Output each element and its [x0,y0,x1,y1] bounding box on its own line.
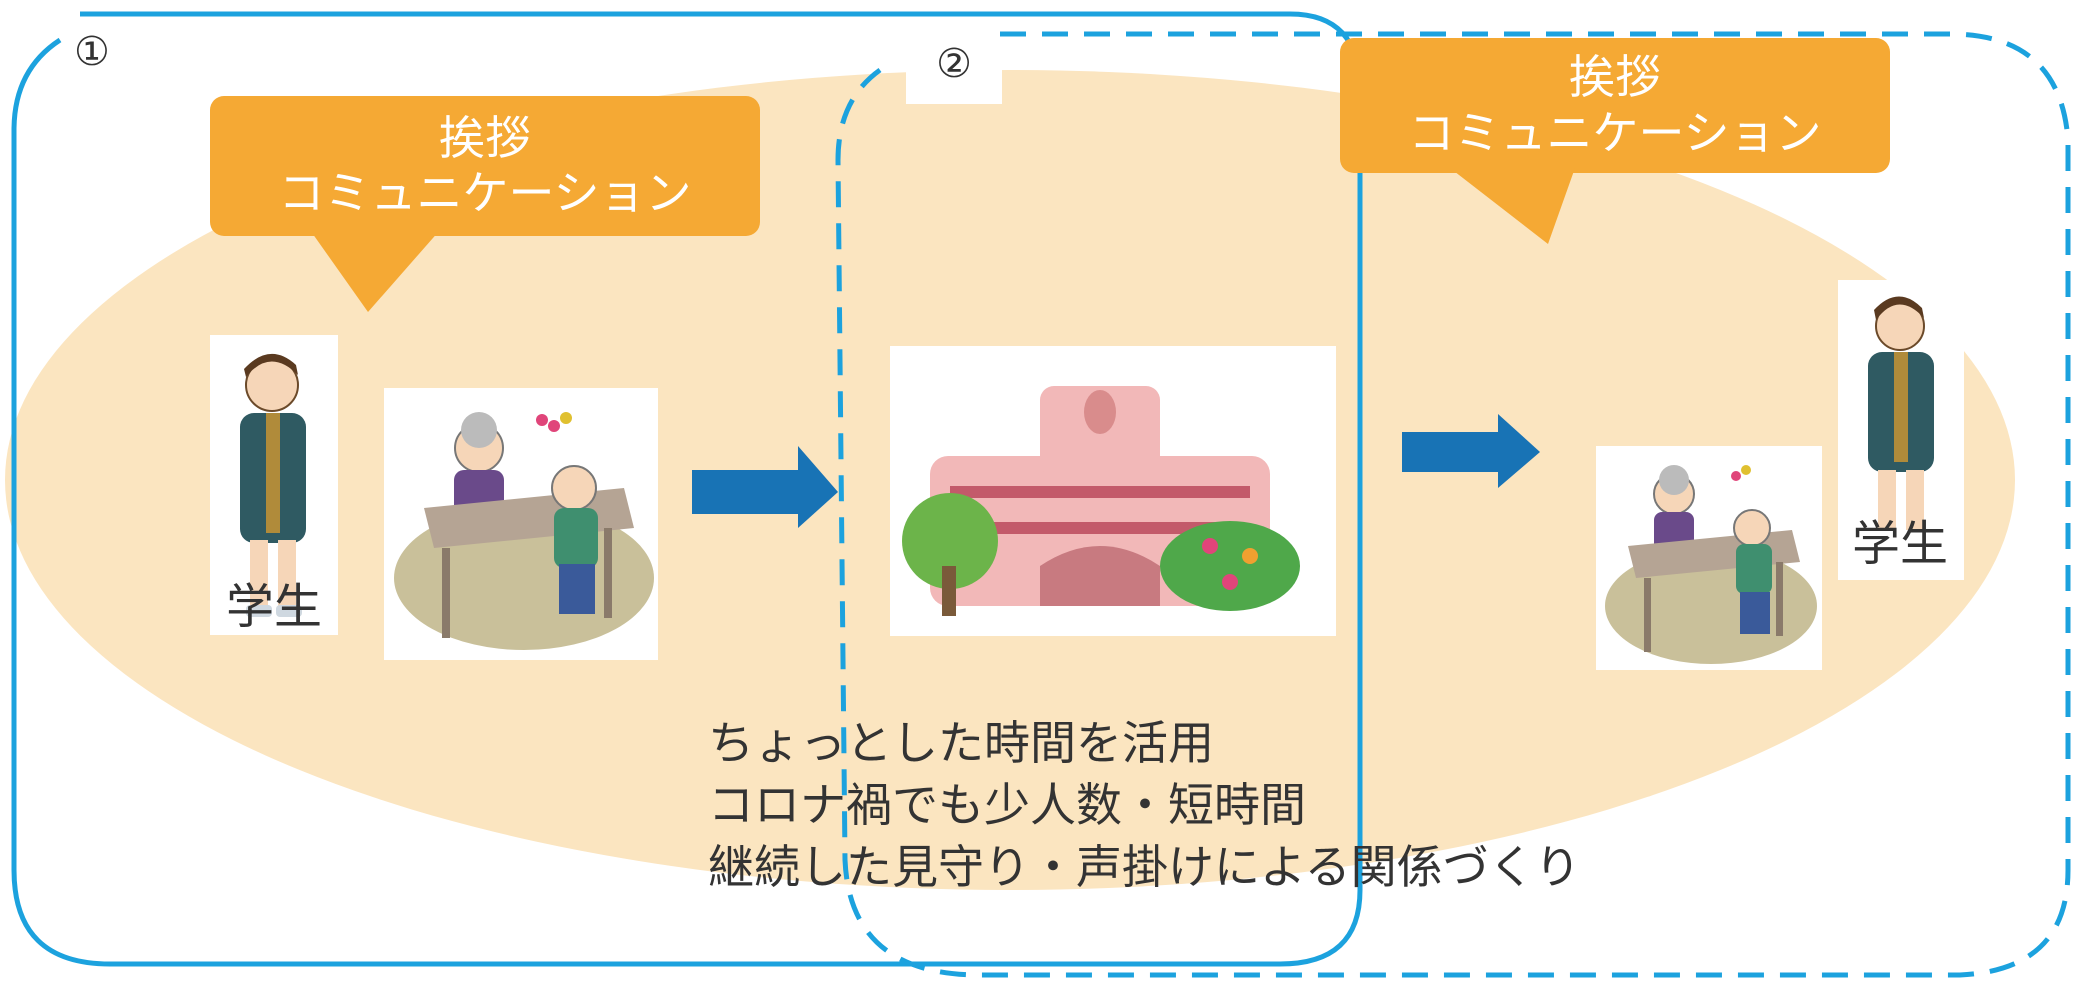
bubble-left: 挨拶 コミュニケーション [210,96,760,236]
bubble-right: 挨拶 コミュニケーション [1340,38,1890,173]
school-building-illustration [890,346,1336,636]
bubble-right-shape [1340,38,1890,244]
student-left-illustration: 学生 [210,335,338,635]
arrow-to-step2 [692,446,838,528]
frame-step2 [835,31,2071,978]
caption-line3: 継続した見守り・声掛けによる関係づくり [708,840,1581,894]
bubble-left-line1: 挨拶 [439,110,531,165]
step1-marker: ① [66,30,118,74]
student-right-label: 学生 [1852,516,1949,572]
caption-line2: コロナ禍でも少人数・短時間 [708,778,1306,832]
bubble-left-line2: コミュニケーション [278,166,692,220]
caption: ちょっとした時間を活用 コロナ禍でも少人数・短時間 継続した見守り・声掛けによる… [708,712,1581,898]
elderly-couple-illustration-left [384,388,658,660]
caption-line1: ちょっとした時間を活用 [708,716,1214,770]
elderly-couple-illustration-right [1596,446,1822,670]
student-right-illustration: 学生 [1838,280,1964,580]
bubble-right-line1: 挨拶 [1569,50,1661,105]
step2-marker: ② [906,42,1002,104]
bubble-left-shape [210,96,760,312]
bubble-right-line2: コミュニケーション [1408,105,1822,160]
student-left-label: 学生 [226,579,323,635]
arrow-to-result [1402,414,1540,488]
